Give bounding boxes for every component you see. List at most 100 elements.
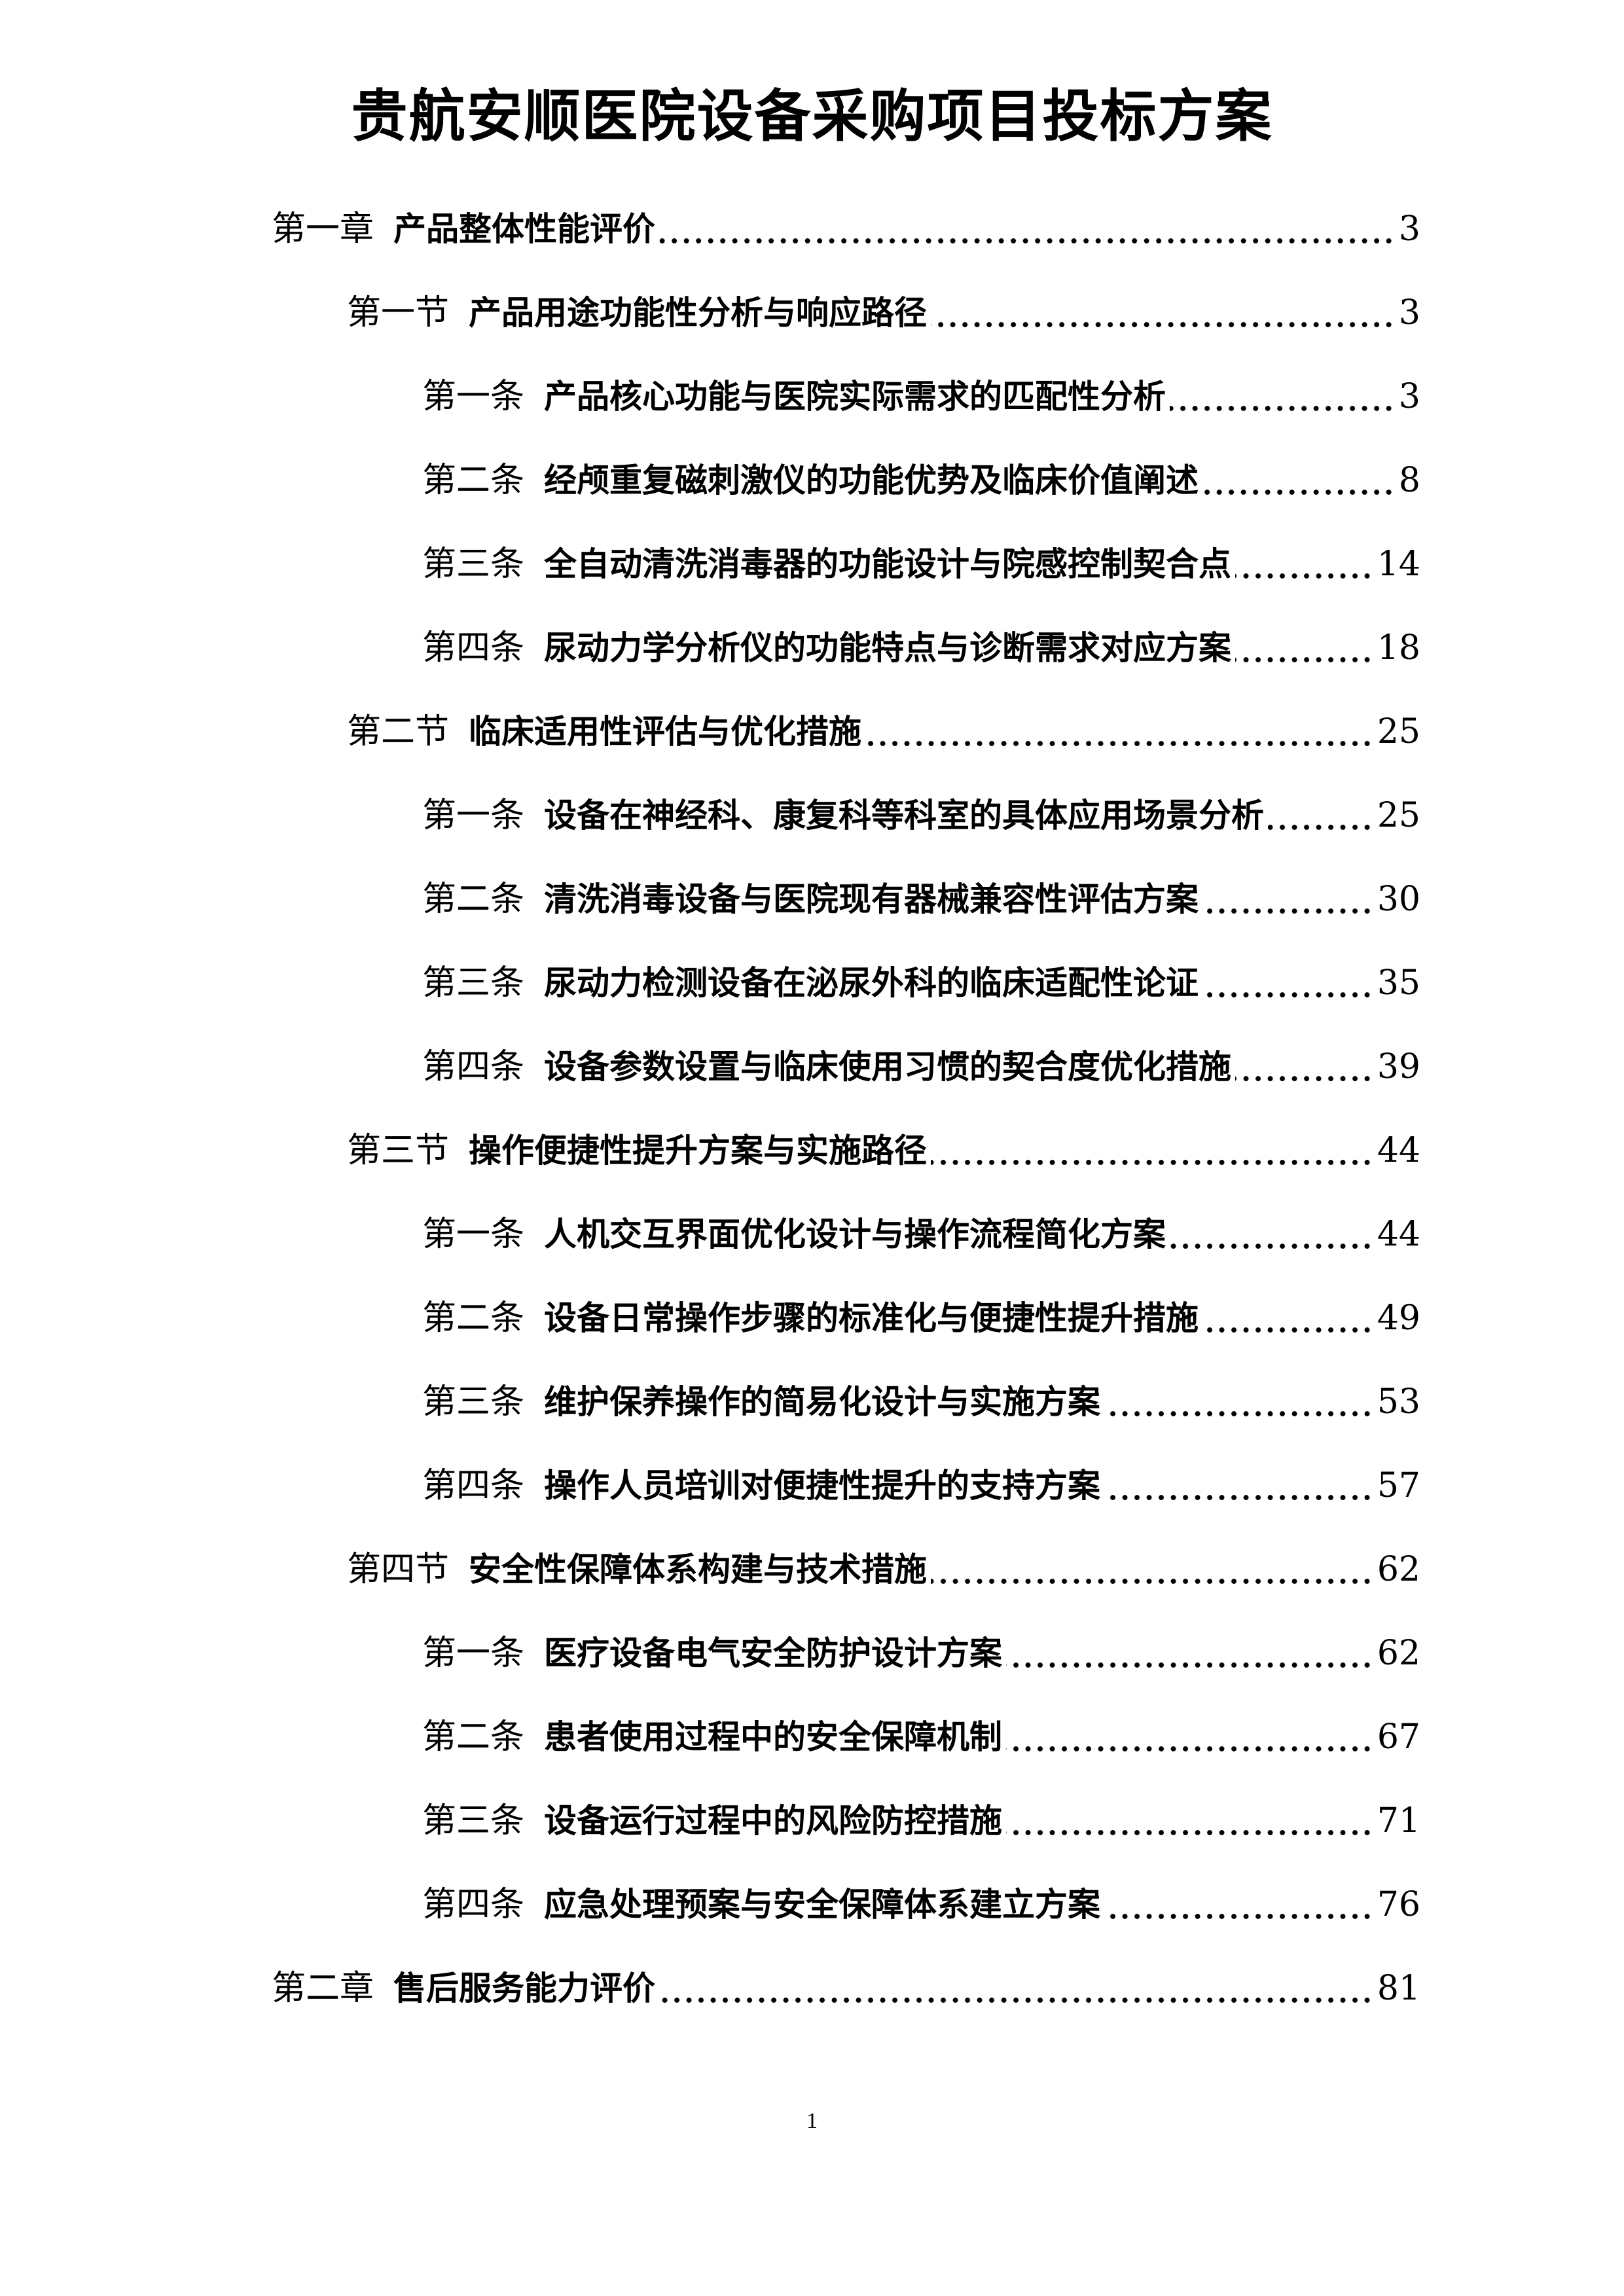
toc-entry-label: 第二条 bbox=[422, 1717, 525, 1757]
toc-entry-article[interactable]: 第二条 经颅重复磁刺激仪的功能优势及临床价值阐述 8 bbox=[422, 441, 1420, 507]
toc-entry-label: 第二章 bbox=[272, 1969, 374, 2008]
toc-entry-text: 维护保养操作的简易化设计与实施方案 bbox=[544, 1383, 1101, 1421]
toc-entry-chapter[interactable]: 第二章 售后服务能力评价 81 bbox=[272, 1949, 1420, 2015]
toc-entry-article[interactable]: 第二条 患者使用过程中的安全保障机制 67 bbox=[422, 1698, 1420, 1763]
toc-entry-label: 第三条 bbox=[422, 1801, 525, 1840]
toc-entry-label: 第二节 bbox=[347, 712, 450, 751]
toc-entry-page: 39 bbox=[1377, 1047, 1420, 1086]
toc-entry-text: 产品核心功能与医院实际需求的匹配性分析 bbox=[544, 378, 1166, 416]
toc-entry-text: 操作便捷性提升方案与实施路径 bbox=[469, 1132, 928, 1170]
toc-entry-label: 第一章 bbox=[272, 209, 374, 249]
toc-entry-label: 第一条 bbox=[422, 377, 525, 416]
toc-entry-article[interactable]: 第三条 尿动力检测设备在泌尿外科的临床适配性论证 35 bbox=[422, 944, 1420, 1009]
dot-leader bbox=[1235, 1041, 1373, 1093]
toc-entry-text: 设备运行过程中的风险防控措施 bbox=[544, 1802, 1003, 1840]
toc-entry-text: 医疗设备电气安全防护设计方案 bbox=[544, 1634, 1003, 1672]
toc-entry-label: 第二条 bbox=[422, 1299, 525, 1338]
toc-entry-label: 第三条 bbox=[422, 545, 525, 584]
toc-entry-text: 尿动力检测设备在泌尿外科的临床适配性论证 bbox=[544, 964, 1199, 1002]
toc-entry-text: 经颅重复磁刺激仪的功能优势及临床价值阐述 bbox=[544, 461, 1199, 499]
toc-entry-label: 第三节 bbox=[347, 1131, 450, 1170]
dot-leader bbox=[1235, 538, 1373, 590]
toc-entry-text: 尿动力学分析仪的功能特点与诊断需求对应方案 bbox=[544, 629, 1232, 667]
dot-leader bbox=[1104, 1878, 1373, 1931]
toc-entry-page: 53 bbox=[1377, 1382, 1420, 1422]
toc-entry-article[interactable]: 第四条 尿动力学分析仪的功能特点与诊断需求对应方案 18 bbox=[422, 609, 1420, 674]
toc-entry-article[interactable]: 第一条 设备在神经科、康复科等科室的具体应用场景分析 25 bbox=[422, 776, 1420, 842]
toc-entry-article[interactable]: 第四条 应急处理预案与安全保障体系建立方案 76 bbox=[422, 1865, 1420, 1931]
toc-entry-text: 设备参数设置与临床使用习惯的契合度优化措施 bbox=[544, 1048, 1232, 1086]
toc-entry-section[interactable]: 第二节 临床适用性评估与优化措施 25 bbox=[347, 692, 1420, 758]
dot-leader bbox=[1170, 370, 1395, 423]
toc-entry-page: 62 bbox=[1377, 1634, 1420, 1673]
toc-entry-page: 81 bbox=[1377, 1969, 1420, 2008]
dot-leader bbox=[659, 1962, 1373, 2015]
toc-entry-page: 18 bbox=[1377, 628, 1420, 668]
toc-entry-chapter[interactable]: 第一章 产品整体性能评价 3 bbox=[272, 190, 1420, 255]
toc-entry-text: 操作人员培训对便捷性提升的支持方案 bbox=[544, 1467, 1101, 1505]
toc-entry-page: 25 bbox=[1377, 796, 1420, 835]
toc-entry-article[interactable]: 第一条 医疗设备电气安全防护设计方案 62 bbox=[422, 1614, 1420, 1679]
toc-entry-article[interactable]: 第三条 维护保养操作的简易化设计与实施方案 53 bbox=[422, 1363, 1420, 1428]
toc-entry-text: 设备在神经科、康复科等科室的具体应用场景分析 bbox=[544, 797, 1265, 834]
toc-entry-page: 14 bbox=[1377, 545, 1420, 584]
toc-entry-article[interactable]: 第四条 操作人员培训对便捷性提升的支持方案 57 bbox=[422, 1446, 1420, 1512]
toc-entry-label: 第三条 bbox=[422, 1382, 525, 1422]
dot-leader bbox=[1170, 1208, 1373, 1261]
toc-entry-label: 第一节 bbox=[347, 293, 450, 332]
toc-entry-page: 35 bbox=[1377, 963, 1420, 1003]
toc-entry-text: 患者使用过程中的安全保障机制 bbox=[544, 1718, 1003, 1756]
dot-leader bbox=[1202, 1292, 1373, 1344]
toc-entry-page: 49 bbox=[1377, 1299, 1420, 1338]
toc-entry-section[interactable]: 第三节 操作便捷性提升方案与实施路径 44 bbox=[347, 1111, 1420, 1177]
dot-leader bbox=[931, 287, 1395, 339]
toc-entry-text: 设备日常操作步骤的标准化与便捷性提升措施 bbox=[544, 1299, 1199, 1337]
toc-entry-article[interactable]: 第三条 设备运行过程中的风险防控措施 71 bbox=[422, 1782, 1420, 1847]
dot-leader bbox=[1202, 873, 1373, 925]
toc-entry-page: 30 bbox=[1377, 880, 1420, 919]
dot-leader bbox=[865, 706, 1373, 758]
dot-leader bbox=[1104, 1376, 1373, 1428]
document-title: 贵航安顺医院设备采购项目投标方案 bbox=[351, 84, 1273, 149]
toc-entry-article[interactable]: 第一条 产品核心功能与医院实际需求的匹配性分析 3 bbox=[422, 357, 1420, 423]
toc-entry-page: 57 bbox=[1377, 1466, 1420, 1505]
toc-entry-text: 应急处理预案与安全保障体系建立方案 bbox=[544, 1886, 1101, 1924]
toc-entry-text: 安全性保障体系构建与技术措施 bbox=[469, 1551, 928, 1588]
toc-entry-article[interactable]: 第二条 清洗消毒设备与医院现有器械兼容性评估方案 30 bbox=[422, 860, 1420, 925]
toc-entry-text: 产品用途功能性分析与响应路径 bbox=[469, 294, 928, 332]
dot-leader bbox=[1104, 1460, 1373, 1512]
toc-entry-article[interactable]: 第二条 设备日常操作步骤的标准化与便捷性提升措施 49 bbox=[422, 1279, 1420, 1344]
toc-entry-page: 71 bbox=[1377, 1801, 1420, 1840]
toc-entry-label: 第三条 bbox=[422, 963, 525, 1003]
toc-entry-section[interactable]: 第一节 产品用途功能性分析与响应路径 3 bbox=[347, 274, 1420, 339]
dot-leader bbox=[1006, 1627, 1373, 1679]
toc-entry-label: 第二条 bbox=[422, 880, 525, 919]
toc-entry-label: 第四条 bbox=[422, 1885, 525, 1924]
toc-entry-label: 第四节 bbox=[347, 1550, 450, 1589]
toc-entry-page: 8 bbox=[1398, 461, 1420, 500]
toc-entry-text: 人机交互界面优化设计与操作流程简化方案 bbox=[544, 1215, 1166, 1253]
toc-entry-page: 67 bbox=[1377, 1717, 1420, 1757]
toc-entry-page: 3 bbox=[1398, 377, 1420, 416]
toc-entry-text: 全自动清洗消毒器的功能设计与院感控制契合点 bbox=[544, 545, 1232, 583]
dot-leader bbox=[1235, 622, 1373, 674]
toc-entry-text: 产品整体性能评价 bbox=[393, 210, 656, 248]
toc-entry-label: 第二条 bbox=[422, 461, 525, 500]
toc-entry-article[interactable]: 第一条 人机交互界面优化设计与操作流程简化方案 44 bbox=[422, 1195, 1420, 1261]
toc-entry-page: 62 bbox=[1377, 1550, 1420, 1589]
toc-entry-label: 第一条 bbox=[422, 1634, 525, 1673]
dot-leader bbox=[931, 1543, 1373, 1596]
dot-leader bbox=[1006, 1711, 1373, 1763]
toc-entry-page: 25 bbox=[1377, 712, 1420, 751]
toc-entry-article[interactable]: 第三条 全自动清洗消毒器的功能设计与院感控制契合点 14 bbox=[422, 525, 1420, 590]
page-number: 1 bbox=[806, 2109, 818, 2133]
toc-entry-page: 44 bbox=[1377, 1215, 1420, 1254]
toc-entry-article[interactable]: 第四条 设备参数设置与临床使用习惯的契合度优化措施 39 bbox=[422, 1028, 1420, 1093]
toc-entry-text: 清洗消毒设备与医院现有器械兼容性评估方案 bbox=[544, 880, 1199, 918]
toc-entry-label: 第四条 bbox=[422, 1466, 525, 1505]
toc-entry-section[interactable]: 第四节 安全性保障体系构建与技术措施 62 bbox=[347, 1530, 1420, 1596]
toc-entry-page: 44 bbox=[1377, 1131, 1420, 1170]
toc-entry-label: 第一条 bbox=[422, 796, 525, 835]
toc-entry-page: 3 bbox=[1398, 293, 1420, 332]
toc-entry-text: 售后服务能力评价 bbox=[393, 1969, 656, 2007]
